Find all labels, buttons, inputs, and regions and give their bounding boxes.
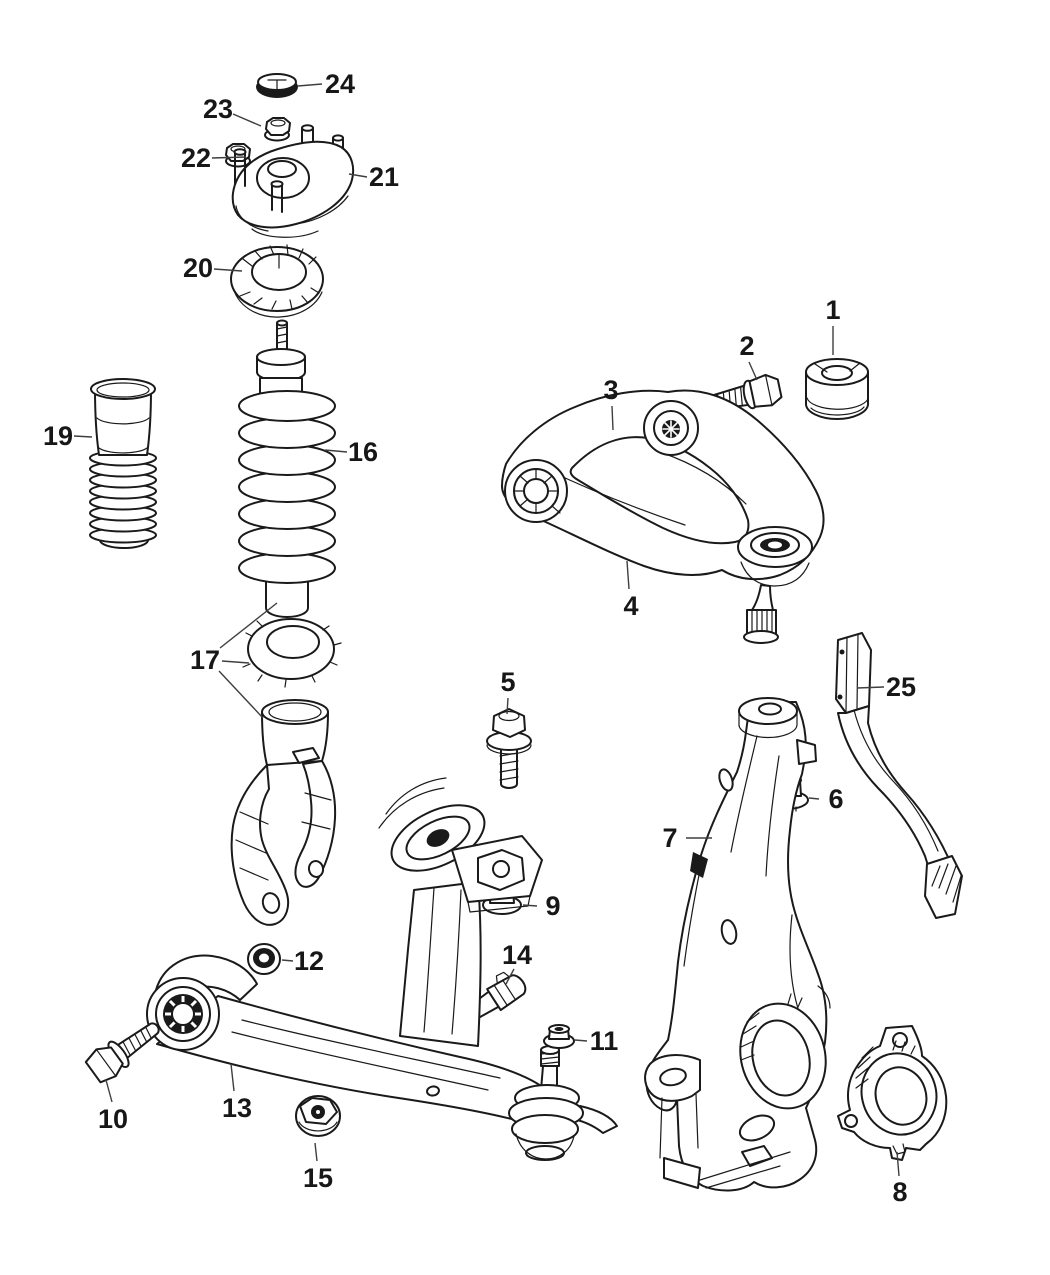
callout-11-label: 11: [590, 1026, 619, 1056]
part-20-bearing-seat: [230, 244, 324, 318]
callout-1-label: 1: [825, 295, 840, 325]
callout-3-label: 3: [603, 375, 618, 405]
callout-14-leader-1: [505, 968, 515, 985]
callout-17-leader-1: [219, 602, 278, 649]
part-8-dust-shield: [837, 1025, 948, 1161]
callout-8-label: 8: [892, 1177, 907, 1207]
callout-2-label: 2: [739, 331, 754, 361]
part-4-upper-control-arm: [501, 389, 825, 644]
part-19-dust-boot: [89, 378, 157, 549]
callout-6-leader-1: [808, 797, 820, 800]
callout-25-leader-1: [856, 686, 885, 689]
callout-15-leader-1: [314, 1142, 318, 1162]
part-10-bolt: [84, 1022, 160, 1084]
part-23-nut: [264, 117, 291, 142]
part-25-bracket: [835, 632, 963, 919]
callout-3-leader-1: [611, 405, 614, 431]
callout-22-leader-1: [211, 156, 247, 159]
callout-17-leader-3: [218, 670, 264, 719]
part-15-nut: [295, 1095, 341, 1137]
part-17-spring-seat-and-fork: [230, 618, 342, 926]
callout-23-label: 23: [203, 94, 233, 124]
callout-17-label: 17: [190, 645, 220, 675]
callout-7-label: 7: [662, 823, 677, 853]
callout-13-label: 13: [222, 1093, 252, 1123]
callout-9-leader-1: [522, 904, 538, 907]
callout-24-leader-1: [297, 83, 323, 87]
callout-19-label: 19: [43, 421, 73, 451]
callout-21-label: 21: [369, 162, 399, 192]
callout-21-leader-1: [348, 173, 368, 178]
part-16-strut-and-coil-spring: [238, 319, 336, 618]
callout-16-leader-1: [324, 449, 348, 453]
callout-25-label: 25: [886, 672, 916, 702]
callout-12-label: 12: [294, 946, 324, 976]
callout-4-label: 4: [623, 591, 638, 621]
part-5-bolt: [486, 708, 532, 789]
callout-19-leader-1: [73, 435, 93, 438]
callout-5-leader-1: [506, 697, 509, 715]
callout-23-leader-1: [232, 113, 262, 127]
callout-14-label: 14: [502, 940, 532, 970]
callout-6-label: 6: [828, 784, 843, 814]
callout-12-leader-1: [281, 959, 294, 962]
callout-20-label: 20: [183, 253, 213, 283]
callout-2-leader-1: [748, 361, 758, 381]
callout-5-label: 5: [500, 667, 515, 697]
part-12-bushing: [247, 943, 281, 975]
part-7-knuckle: [644, 697, 831, 1192]
callout-15-label: 15: [303, 1163, 333, 1193]
callout-13-leader-1: [230, 1063, 235, 1092]
part-1-bushing: [805, 358, 869, 420]
callout-8-leader-1: [896, 1151, 900, 1177]
part-21-strut-mount: [231, 124, 355, 238]
callout-4-leader-1: [626, 560, 630, 590]
callout-24-label: 24: [325, 69, 355, 99]
callout-17-leader-2: [221, 660, 250, 664]
callout-10-label: 10: [98, 1104, 128, 1134]
callout-22-label: 22: [181, 143, 211, 173]
part-13-lower-control-arm: [146, 777, 618, 1161]
callout-11-leader-1: [574, 1039, 588, 1042]
part-11-nut: [543, 1024, 575, 1049]
callout-16-label: 16: [348, 437, 378, 467]
part-24-cap: [256, 73, 298, 98]
callout-20-leader-1: [213, 268, 243, 272]
callout-9-label: 9: [545, 891, 560, 921]
callout-10-leader-1: [105, 1079, 113, 1103]
